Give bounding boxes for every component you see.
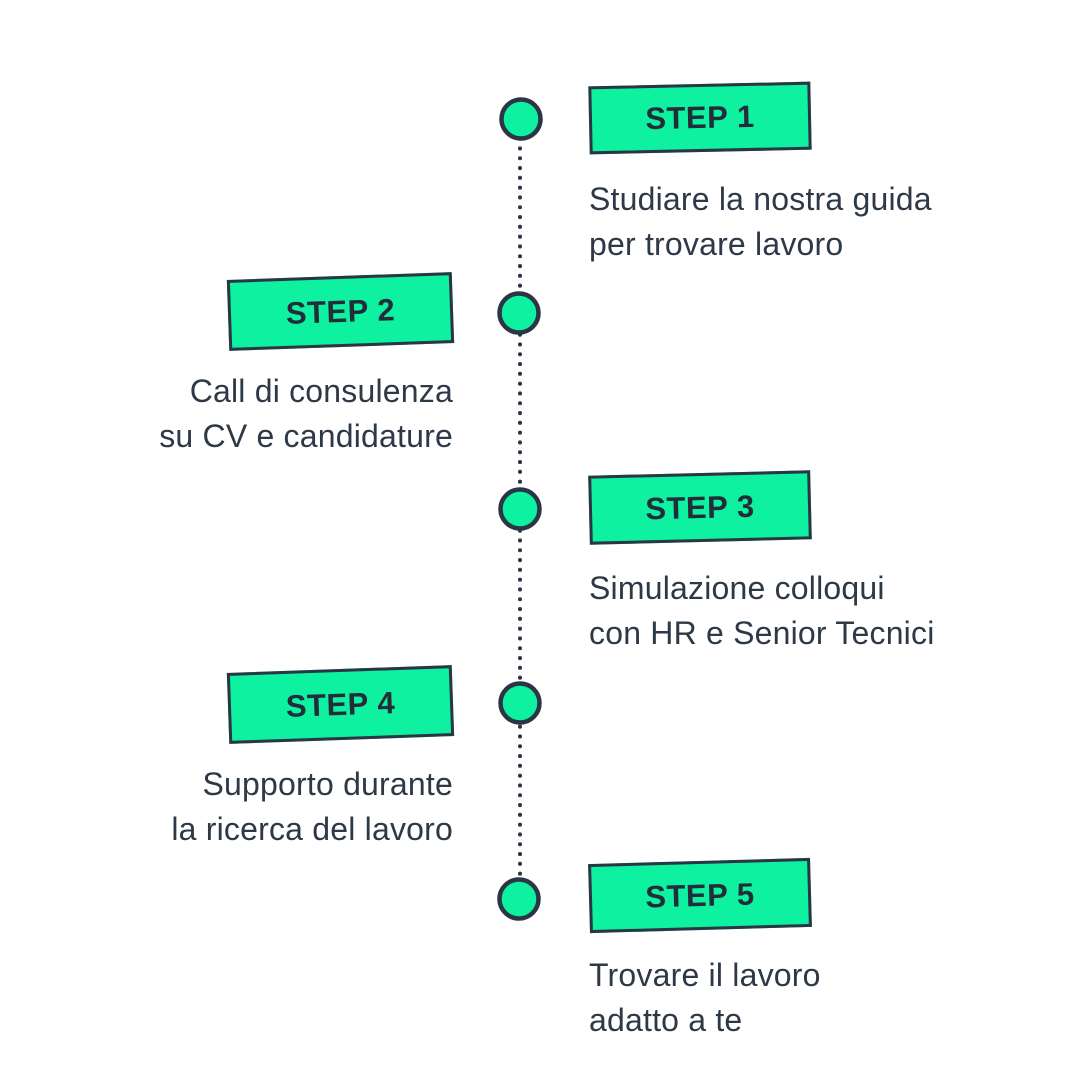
step-2-description: Call di consulenza su CV e candidature: [0, 369, 453, 459]
step-2-description-line-1: Call di consulenza: [189, 373, 453, 409]
step-2: STEP 2 Call di consulenza su CV e candid…: [0, 272, 455, 459]
step-3-description: Simulazione colloqui con HR e Senior Tec…: [589, 566, 1059, 656]
step-5-badge-label: STEP 5: [644, 875, 756, 915]
timeline-node-4: [498, 681, 542, 725]
step-3-badge-label: STEP 3: [644, 488, 756, 526]
step-3: STEP 3 Simulazione colloqui con HR e Sen…: [588, 470, 1059, 656]
step-3-badge: STEP 3: [588, 470, 812, 545]
step-4-description: Supporto durante la ricerca del lavoro: [0, 762, 453, 852]
step-4-badge: STEP 4: [226, 665, 455, 744]
step-2-description-line-2: su CV e candidature: [159, 418, 453, 454]
step-5-description-line-2: adatto a te: [589, 1002, 743, 1038]
step-1-description-line-2: per trovare lavoro: [589, 226, 844, 262]
step-4-description-line-2: la ricerca del lavoro: [171, 811, 453, 847]
step-5-description: Trovare il lavoro adatto a te: [589, 953, 1059, 1043]
step-1-badge: STEP 1: [588, 81, 812, 155]
step-2-badge: STEP 2: [226, 272, 455, 351]
timeline-node-2: [497, 291, 541, 335]
step-5: STEP 5 Trovare il lavoro adatto a te: [588, 857, 1059, 1043]
step-1-description-line-1: Studiare la nostra guida: [589, 181, 932, 217]
timeline-node-3: [498, 487, 542, 531]
step-1-description: Studiare la nostra guida per trovare lav…: [589, 177, 1059, 267]
timeline-node-1: [499, 97, 543, 141]
step-3-description-line-1: Simulazione colloqui: [589, 570, 885, 606]
step-3-description-line-2: con HR e Senior Tecnici: [589, 615, 935, 651]
step-1: STEP 1 Studiare la nostra guida per trov…: [588, 81, 1059, 267]
step-5-badge: STEP 5: [588, 857, 812, 934]
step-1-badge-label: STEP 1: [644, 98, 755, 137]
timeline-node-5: [497, 877, 541, 921]
step-5-description-line-1: Trovare il lavoro: [589, 957, 821, 993]
step-2-badge-label: STEP 2: [285, 291, 396, 331]
step-4-description-line-1: Supporto durante: [202, 766, 453, 802]
step-4-badge-label: STEP 4: [285, 684, 396, 724]
step-4: STEP 4 Supporto durante la ricerca del l…: [0, 665, 455, 852]
